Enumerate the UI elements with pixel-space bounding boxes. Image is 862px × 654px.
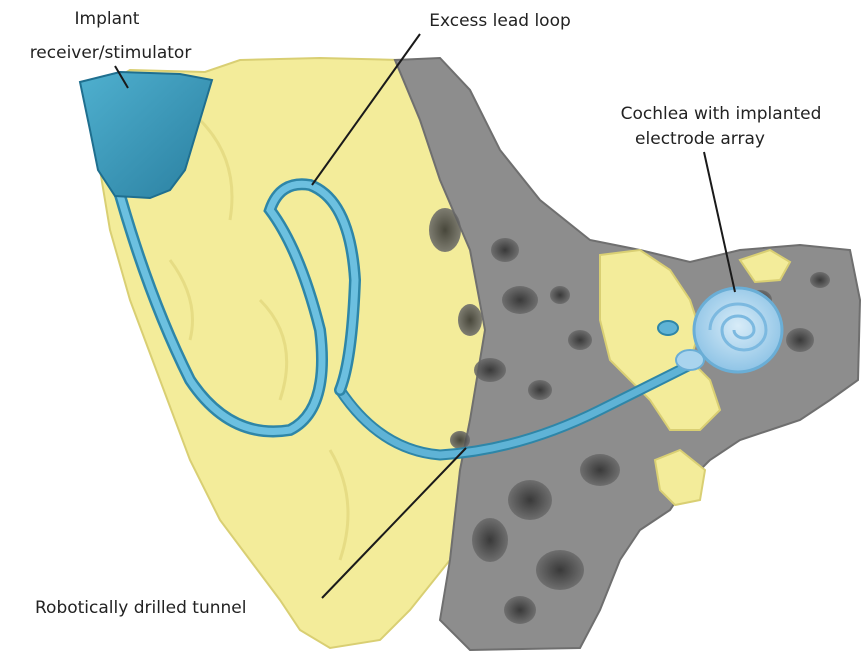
cochlea-label-line2: electrode array bbox=[605, 128, 795, 150]
excess-lead-loop-label: Excess lead loop bbox=[395, 10, 605, 32]
tunnel-label: Robotically drilled tunnel bbox=[35, 597, 333, 619]
cochlea-label-line1: Cochlea with implanted bbox=[586, 103, 856, 125]
implant-label-line2: receiver/stimulator bbox=[3, 42, 218, 64]
implant-label-line1: Implant bbox=[62, 8, 152, 30]
